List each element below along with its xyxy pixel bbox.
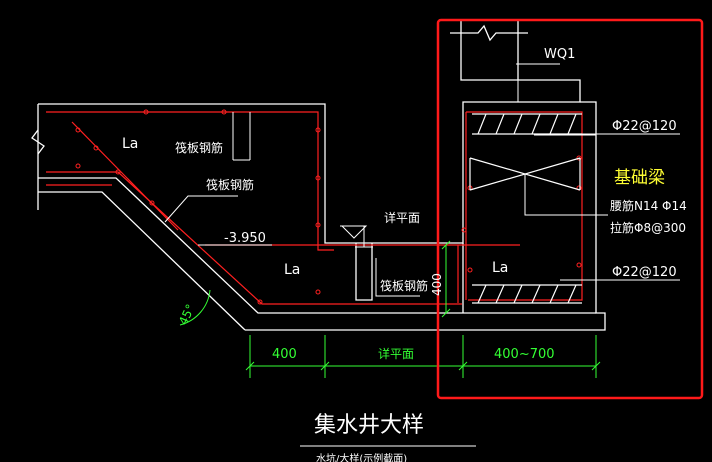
drawing-title: 集水井大样 [314, 413, 424, 438]
leader-lines [164, 63, 680, 297]
highlight-box [436, 18, 704, 400]
drawing-subtitle: 水坑/大样(示例截面) [316, 452, 407, 462]
dim-label-3: 400~700 [494, 347, 555, 362]
dim-label-2: 详平面 [378, 346, 414, 361]
tie-bar-label: 拉筋Φ8@300 [610, 220, 686, 235]
angle-label: 45° [176, 302, 198, 327]
anchor-label-1: La [122, 136, 138, 152]
level-symbol [340, 225, 368, 239]
top-bar-label: Φ22@120 [612, 119, 677, 134]
vertical-dim-label: 400 [430, 273, 444, 296]
dim-label-1: 400 [272, 347, 297, 362]
anchor-label-3: La [492, 260, 508, 276]
rebar-dots [75, 109, 582, 305]
concrete-outline [31, 20, 606, 331]
raft-bar-label-1: 筏板钢筋 [175, 140, 223, 155]
wall-mark: WQ1 [544, 47, 575, 62]
raft-bar-label-2: 筏板钢筋 [206, 177, 254, 192]
waist-bar-label: 腰筋N14 Φ14 [610, 198, 687, 213]
level-value: -3.950 [224, 231, 266, 246]
rebar-lines [46, 111, 583, 305]
dimension-lines [179, 240, 601, 378]
bottom-bar-label: Φ22@120 [612, 265, 677, 280]
raft-bar-label-3: 筏板钢筋 [380, 278, 428, 293]
beam-label: 基础梁 [614, 168, 665, 188]
anchor-label-2: La [284, 262, 300, 278]
level-mark-label: 详平面 [384, 210, 420, 225]
beam-bars [469, 113, 582, 304]
